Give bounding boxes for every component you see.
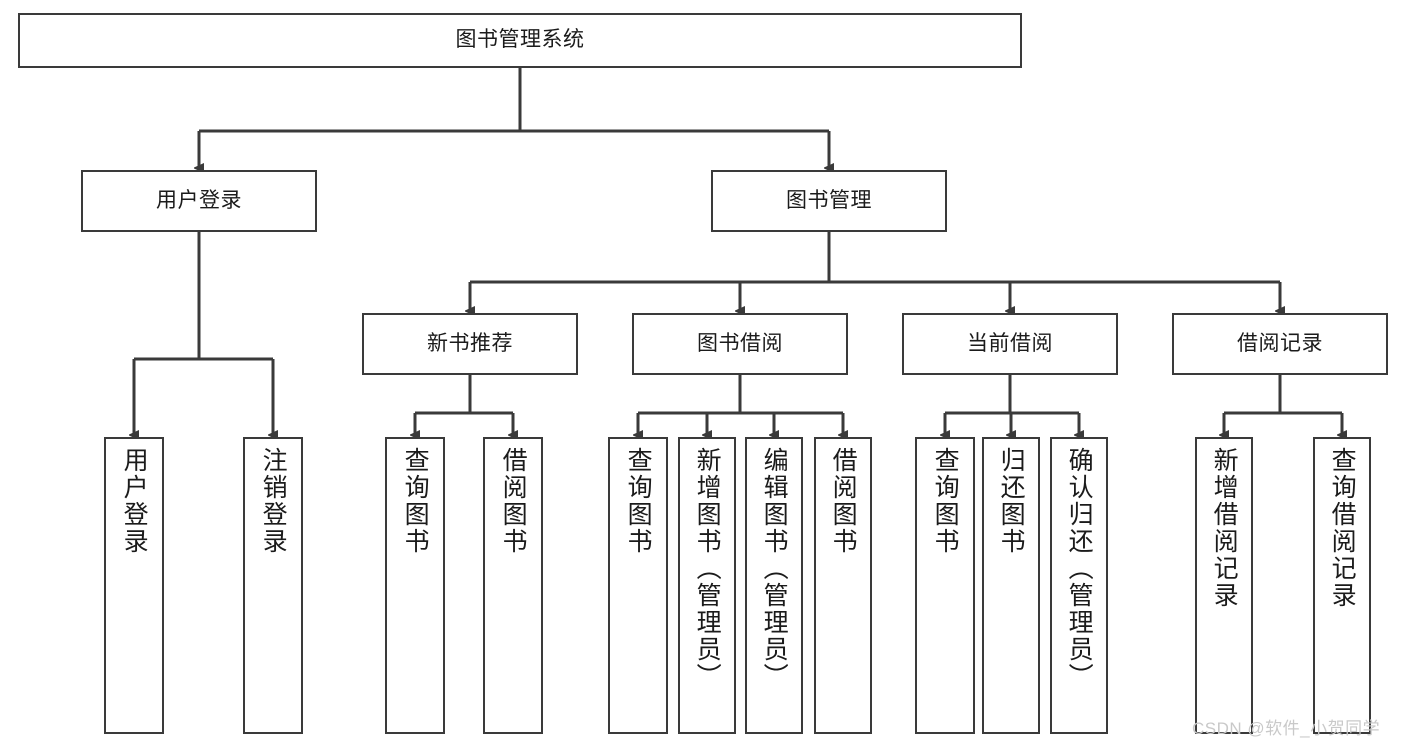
node-label: 查询图书	[931, 447, 960, 555]
node-label: 查询图书	[624, 447, 653, 555]
node-leaf-cur-confirm[interactable]: 确认归还（管理员）	[1050, 437, 1108, 734]
node-label: 新书推荐	[427, 331, 513, 355]
node-label: 图书借阅	[697, 331, 783, 355]
node-label: 借阅图书	[499, 447, 528, 555]
node-current-borrow[interactable]: 当前借阅	[902, 313, 1118, 375]
node-label: 查询借阅记录	[1328, 447, 1357, 609]
node-label: 图书管理系统	[455, 28, 585, 52]
node-label: 借阅图书	[829, 447, 858, 555]
node-leaf-cur-query[interactable]: 查询图书	[915, 437, 975, 734]
node-leaf-user-login[interactable]: 用户登录	[104, 437, 164, 734]
node-leaf-borrow-lend[interactable]: 借阅图书	[814, 437, 872, 734]
node-root[interactable]: 图书管理系统	[18, 13, 1022, 68]
node-label: 图书管理	[786, 188, 872, 212]
node-leaf-borrow-edit[interactable]: 编辑图书（管理员）	[745, 437, 803, 734]
node-label: 借阅记录	[1237, 331, 1323, 355]
node-new-book-rec[interactable]: 新书推荐	[362, 313, 578, 375]
node-label: 确认归还（管理员）	[1065, 447, 1094, 690]
node-label: 归还图书	[997, 447, 1026, 555]
node-leaf-borrow-query[interactable]: 查询图书	[608, 437, 668, 734]
node-leaf-rec-borrow[interactable]: 借阅图书	[483, 437, 543, 734]
node-leaf-rec-query[interactable]: 查询图书	[385, 437, 445, 734]
node-borrow-record[interactable]: 借阅记录	[1172, 313, 1388, 375]
node-leaf-cur-return[interactable]: 归还图书	[982, 437, 1040, 734]
node-label: 当前借阅	[967, 331, 1053, 355]
node-label: 新增借阅记录	[1210, 447, 1239, 609]
node-user-login[interactable]: 用户登录	[81, 170, 317, 232]
node-book-borrow[interactable]: 图书借阅	[632, 313, 848, 375]
node-label: 用户登录	[156, 188, 242, 212]
node-leaf-rec-add[interactable]: 新增借阅记录	[1195, 437, 1253, 734]
node-book-manage[interactable]: 图书管理	[711, 170, 947, 232]
node-leaf-user-logout[interactable]: 注销登录	[243, 437, 303, 734]
csdn-watermark: CSDN @软件_小贺同学	[1192, 719, 1381, 738]
node-label: 编辑图书（管理员）	[760, 447, 789, 690]
node-label: 查询图书	[401, 447, 430, 555]
node-label: 新增图书（管理员）	[693, 447, 722, 690]
node-leaf-rec-query2[interactable]: 查询借阅记录	[1313, 437, 1371, 734]
node-label: 注销登录	[259, 447, 288, 555]
node-label: 用户登录	[120, 447, 149, 555]
node-leaf-borrow-add[interactable]: 新增图书（管理员）	[678, 437, 736, 734]
